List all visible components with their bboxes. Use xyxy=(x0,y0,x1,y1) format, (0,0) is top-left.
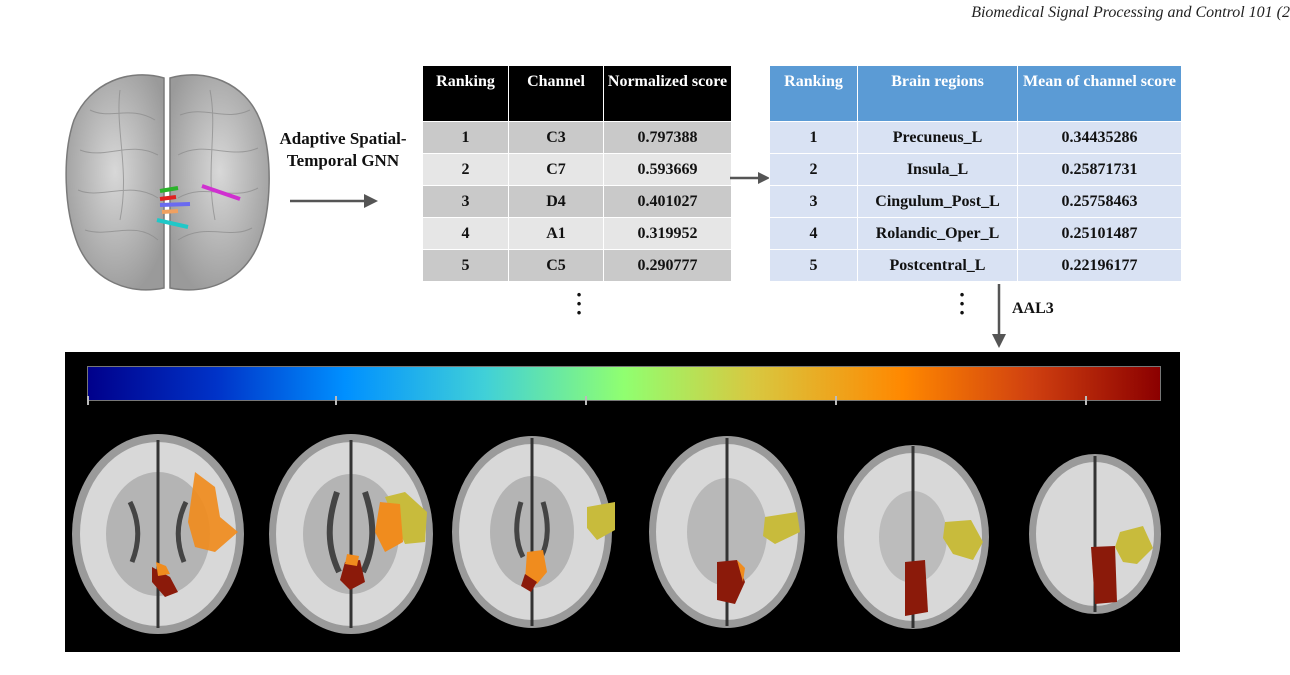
table-cell: 1 xyxy=(422,121,509,154)
table-cell: 2 xyxy=(769,153,858,186)
column-header: Ranking xyxy=(769,65,858,122)
table-cell: 0.401027 xyxy=(603,185,732,218)
arrow-down-icon xyxy=(992,284,1006,348)
column-header: Brain regions xyxy=(857,65,1018,122)
method-label-line1: Adaptive Spatial- xyxy=(279,129,407,148)
column-header: Ranking xyxy=(422,65,509,122)
table-cell: A1 xyxy=(508,217,604,250)
mri-slice-6 xyxy=(1029,454,1161,614)
table-cell: 0.34435286 xyxy=(1017,121,1182,154)
table-cell: 5 xyxy=(769,249,858,282)
colorbar-tick xyxy=(1085,396,1087,405)
table-cell: C7 xyxy=(508,153,604,186)
table-cell: 0.290777 xyxy=(603,249,732,282)
table-cell: 5 xyxy=(422,249,509,282)
colorbar-tick xyxy=(585,396,587,405)
arrow-right-icon xyxy=(290,194,378,208)
mri-slice-2 xyxy=(269,434,433,634)
mri-panel xyxy=(65,352,1180,652)
atlas-label: AAL3 xyxy=(1012,300,1054,317)
brain-region-ranking-table: Ranking Brain regions Mean of channel sc… xyxy=(769,65,1182,282)
table-cell: 2 xyxy=(422,153,509,186)
mri-slice-3 xyxy=(452,436,615,628)
table-cell: Precuneus_L xyxy=(857,121,1018,154)
table-header-row: Ranking Brain regions Mean of channel sc… xyxy=(769,65,1182,122)
continuation-dots: ··· xyxy=(958,282,966,325)
continuation-dots: ··· xyxy=(575,282,583,325)
colorbar-tick xyxy=(87,396,89,405)
table-cell: C5 xyxy=(508,249,604,282)
table-cell: 4 xyxy=(769,217,858,250)
table-cell: Postcentral_L xyxy=(857,249,1018,282)
table-cell: 0.797388 xyxy=(603,121,732,154)
table-cell: 0.22196177 xyxy=(1017,249,1182,282)
arrow-right-icon xyxy=(730,172,770,184)
column-header: Normalized score xyxy=(603,65,732,122)
mri-slice-5 xyxy=(837,445,989,629)
colorbar xyxy=(87,366,1161,401)
table-cell: C3 xyxy=(508,121,604,154)
method-label-line2: Temporal GNN xyxy=(286,151,400,170)
method-label: Adaptive Spatial- Temporal GNN xyxy=(252,128,434,172)
mri-slice-1 xyxy=(72,434,244,634)
colorbar-tick xyxy=(335,396,337,405)
table-cell: D4 xyxy=(508,185,604,218)
table-cell: 0.25101487 xyxy=(1017,217,1182,250)
column-header: Channel xyxy=(508,65,604,122)
table-cell: 4 xyxy=(422,217,509,250)
mri-slice-4 xyxy=(649,436,805,628)
table-cell: Rolandic_Oper_L xyxy=(857,217,1018,250)
table-cell: 1 xyxy=(769,121,858,154)
table-cell: 0.25758463 xyxy=(1017,185,1182,218)
table-cell: Cingulum_Post_L xyxy=(857,185,1018,218)
table-cell: 0.319952 xyxy=(603,217,732,250)
table-cell: Insula_L xyxy=(857,153,1018,186)
table-cell: 0.593669 xyxy=(603,153,732,186)
table-cell: 0.25871731 xyxy=(1017,153,1182,186)
journal-header: Biomedical Signal Processing and Control… xyxy=(971,4,1290,21)
column-header: Mean of channel score xyxy=(1017,65,1182,122)
table-cell: 3 xyxy=(769,185,858,218)
colorbar-tick xyxy=(835,396,837,405)
brain-channel-icon xyxy=(65,74,270,291)
table-header-row: Ranking Channel Normalized score xyxy=(422,65,732,122)
table-cell: 3 xyxy=(422,185,509,218)
